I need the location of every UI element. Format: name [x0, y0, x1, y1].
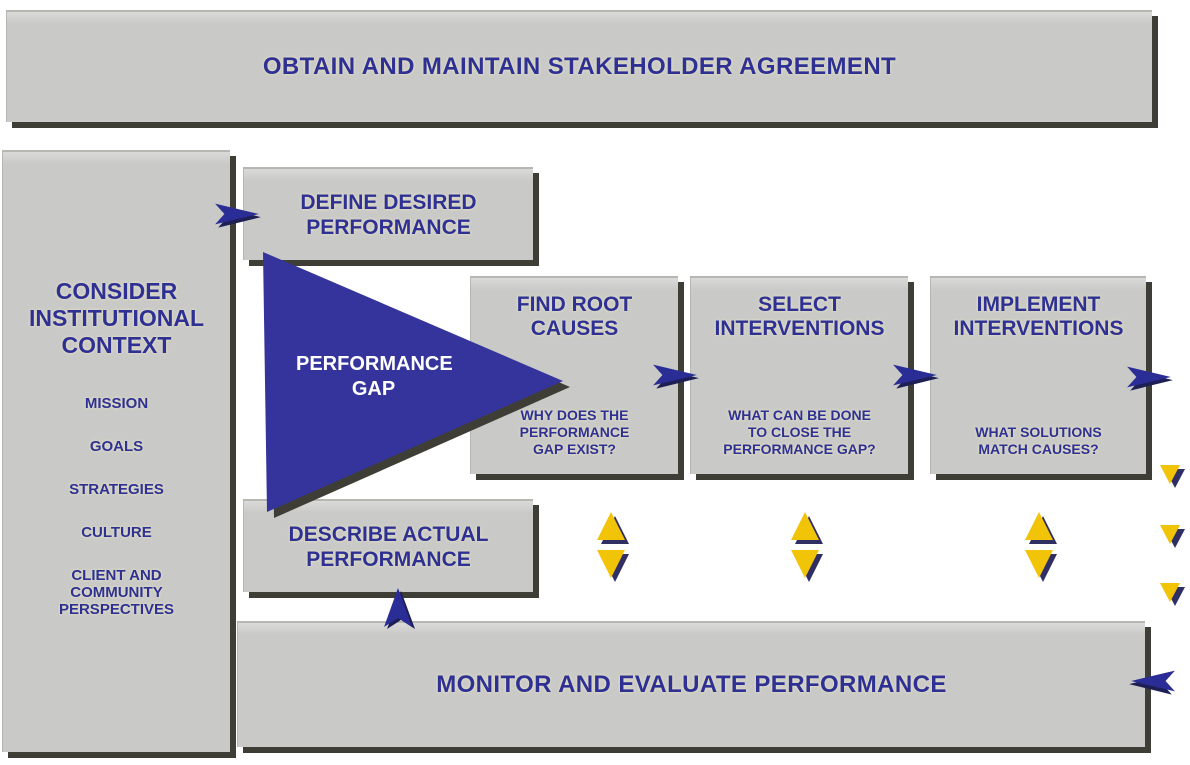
sidebar-item-culture: CULTURE: [81, 524, 152, 541]
rail-down-icon-1: [1160, 465, 1185, 488]
find-to-select-arrow-icon: [653, 364, 699, 389]
performance-gap-triangle: [263, 252, 570, 518]
define-desired-performance-title: DEFINE DESIRED PERFORMANCE: [300, 190, 477, 239]
performance-gap-label: PERFORMANCE GAP: [296, 353, 453, 400]
stakeholder-agreement-label: OBTAIN AND MAINTAIN STAKEHOLDER AGREEMEN…: [262, 53, 897, 80]
monitor-evaluate-bar: MONITOR AND EVALUATE PERFORMANCE: [237, 621, 1145, 747]
sidebar-item-client-community: CLIENT AND COMMUNITY PERSPECTIVES: [58, 567, 175, 618]
find-root-causes-question: WHY DOES THE PERFORMANCE GAP EXIST?: [519, 407, 630, 457]
institutional-context-list: MISSION GOALS STRATEGIES CULTURE CLIENT …: [3, 395, 230, 618]
sidebar-item-mission: MISSION: [84, 395, 149, 412]
implement-interventions-question: WHAT SOLUTIONS MATCH CAUSES?: [975, 424, 1102, 457]
feedback-updown-icon-find: [597, 512, 629, 582]
select-interventions-box: SELECT INTERVENTIONS WHAT CAN BE DONE TO…: [690, 276, 908, 474]
select-interventions-question: WHAT CAN BE DONE TO CLOSE THE PERFORMANC…: [723, 407, 876, 457]
monitor-to-describe-arrow-icon: [384, 588, 415, 629]
select-interventions-title: SELECT INTERVENTIONS: [714, 293, 885, 340]
describe-actual-performance-title: DESCRIBE ACTUAL PERFORMANCE: [288, 522, 489, 571]
monitor-return-arrow-icon: [1129, 670, 1175, 695]
rail-down-icon-3: [1160, 583, 1185, 606]
monitor-evaluate-label: MONITOR AND EVALUATE PERFORMANCE: [436, 671, 947, 698]
define-desired-performance-box: DEFINE DESIRED PERFORMANCE: [243, 167, 533, 260]
feedback-updown-icon-select: [791, 512, 823, 582]
find-root-causes-title: FIND ROOT CAUSES: [516, 293, 633, 340]
institutional-context-panel: CONSIDER INSTITUTIONAL CONTEXT MISSION G…: [2, 150, 230, 752]
implement-interventions-title: IMPLEMENT INTERVENTIONS: [953, 293, 1124, 340]
implement-interventions-box: IMPLEMENT INTERVENTIONS WHAT SOLUTIONS M…: [930, 276, 1146, 474]
select-to-implement-arrow-icon: [893, 364, 939, 389]
context-to-define-arrow-icon: [215, 203, 261, 228]
sidebar-item-goals: GOALS: [89, 438, 144, 455]
implement-exit-arrow-icon: [1127, 366, 1173, 391]
describe-actual-performance-box: DESCRIBE ACTUAL PERFORMANCE: [243, 499, 533, 592]
rail-down-icon-2: [1160, 525, 1185, 548]
institutional-context-title: CONSIDER INSTITUTIONAL CONTEXT: [28, 278, 205, 358]
feedback-updown-icon-implement: [1025, 512, 1057, 582]
sidebar-item-strategies: STRATEGIES: [69, 481, 164, 498]
stakeholder-agreement-bar: OBTAIN AND MAINTAIN STAKEHOLDER AGREEMEN…: [6, 10, 1152, 122]
